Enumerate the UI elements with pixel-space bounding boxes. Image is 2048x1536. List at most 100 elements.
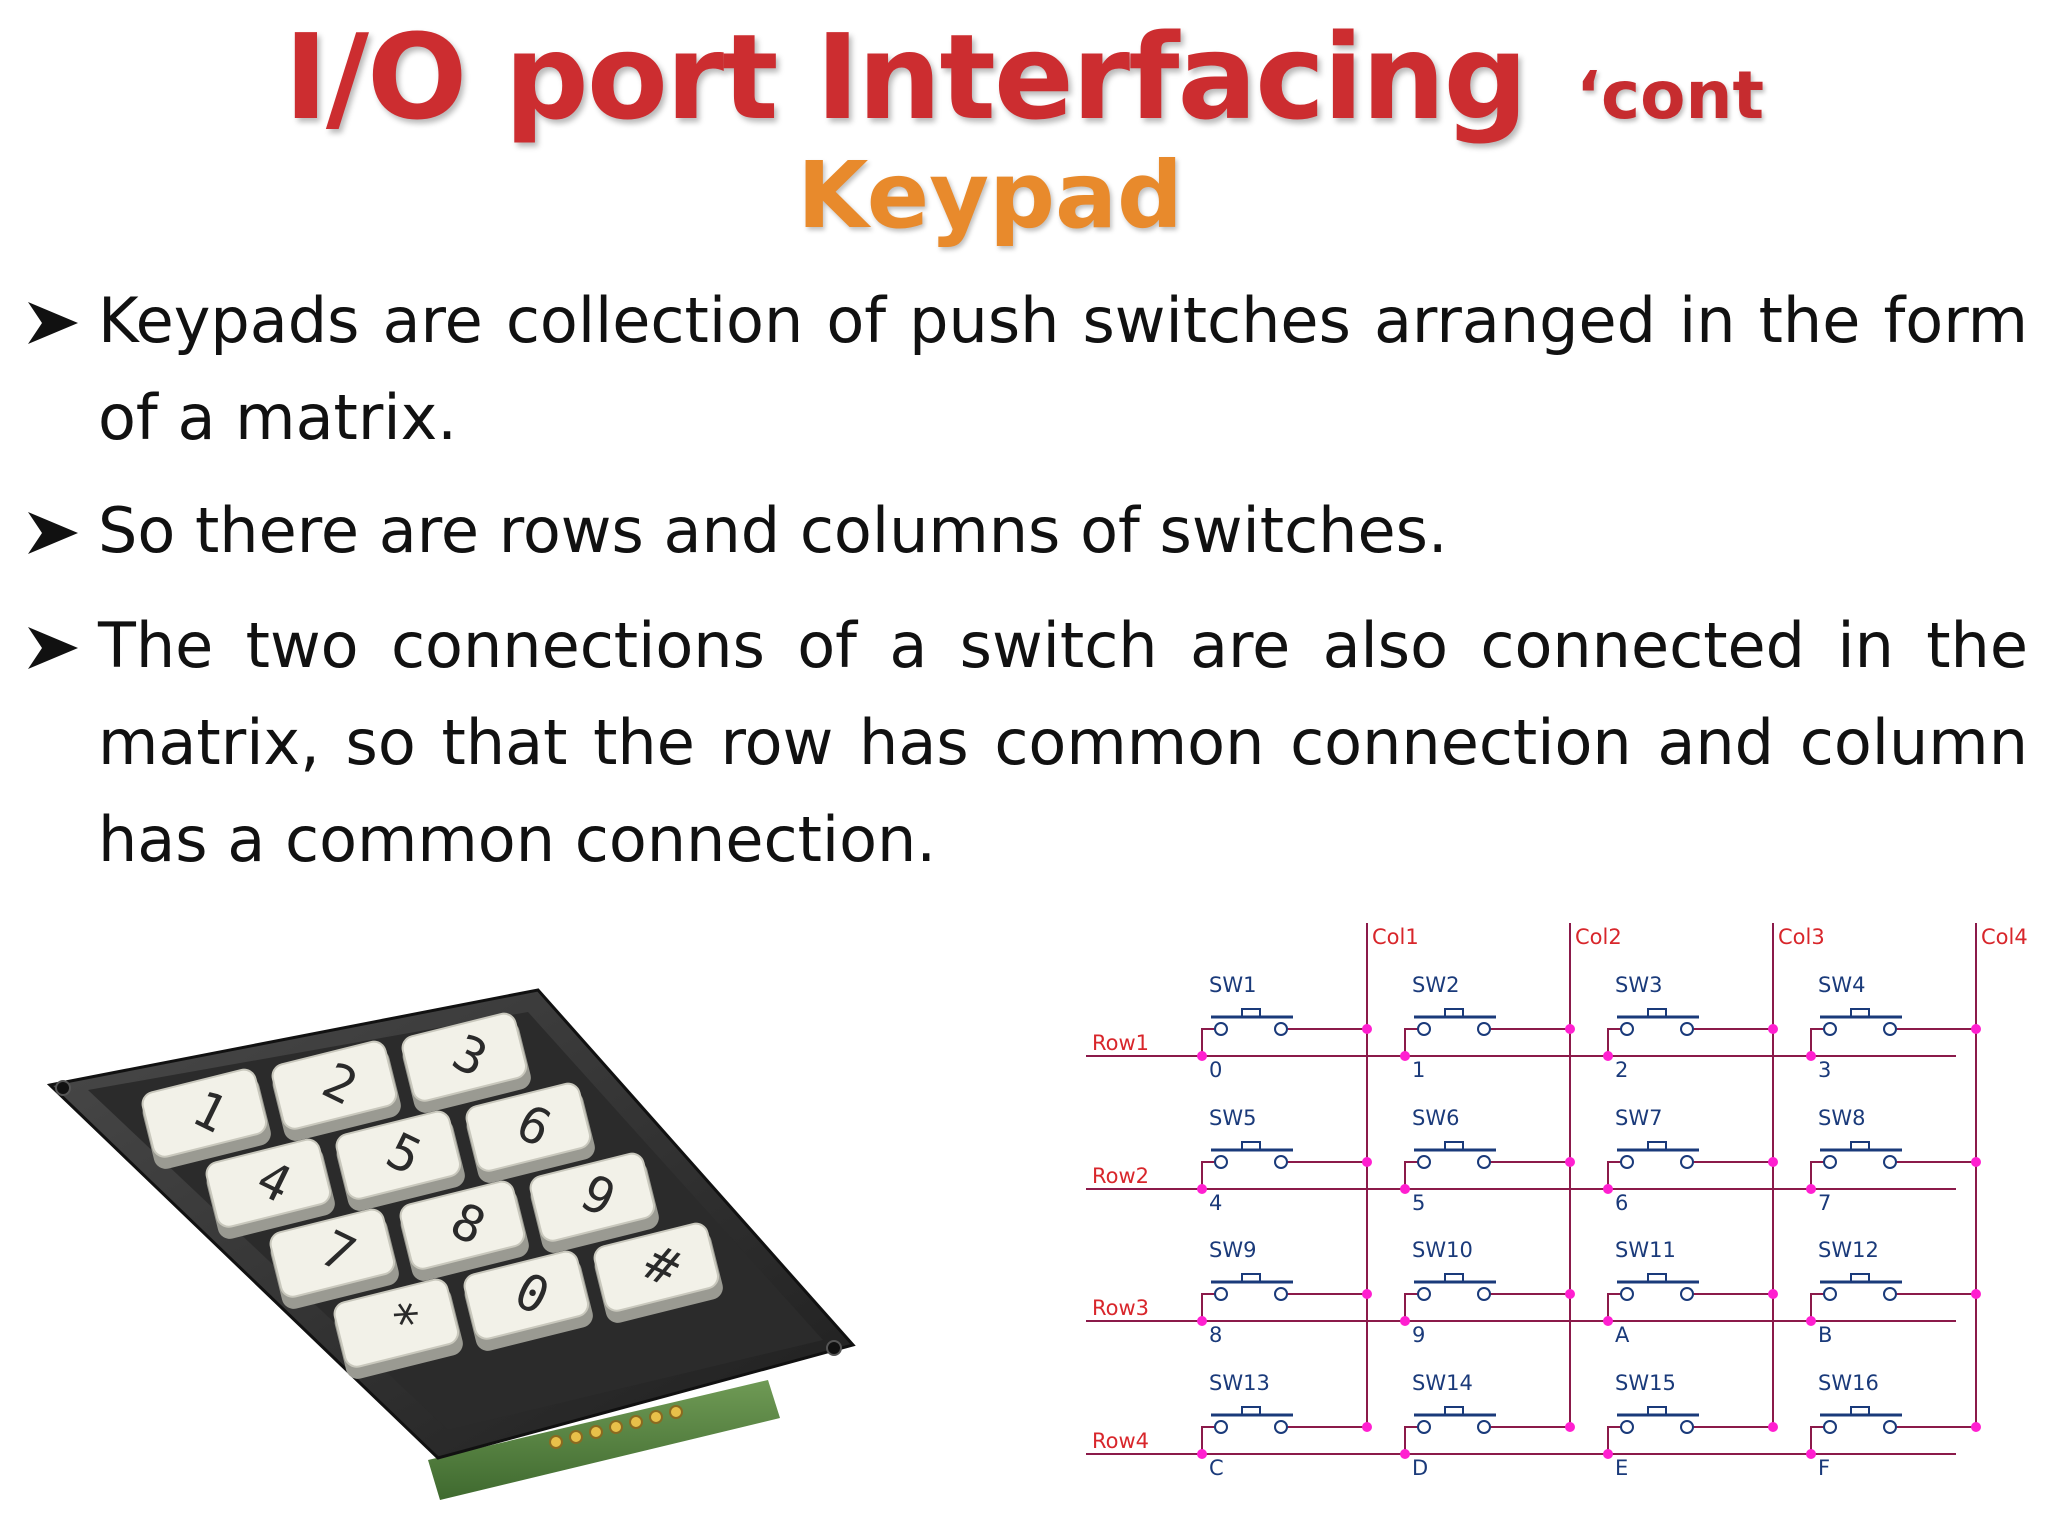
junction-dot [1362, 1422, 1372, 1432]
junction-dot [1362, 1157, 1372, 1167]
bullet-item: The two connections of a switch are also… [28, 597, 2028, 888]
keypad-key: 1 [141, 1068, 271, 1169]
junction-dot [1565, 1024, 1575, 1034]
bullet-text: Keypads are collection of push switches … [98, 284, 2028, 454]
junction-dot [1603, 1316, 1613, 1326]
title-cont: ‘cont [1575, 57, 1765, 134]
keypad-key: 3 [401, 1012, 531, 1113]
junction-dot [1400, 1449, 1410, 1459]
keypad-key: 5 [335, 1110, 465, 1211]
keypad-key: 7 [269, 1208, 399, 1309]
junction-dot [1806, 1449, 1816, 1459]
switch-key-label: A [1615, 1323, 1630, 1347]
row-label: Row2 [1092, 1164, 1149, 1188]
matrix-switch: SW8 7 [1806, 1106, 1981, 1215]
junction-dot [1971, 1024, 1981, 1034]
junction-dot [1768, 1289, 1778, 1299]
keypad-key: 8 [399, 1180, 529, 1281]
switch-name: SW10 [1412, 1238, 1473, 1262]
junction-dot [1971, 1289, 1981, 1299]
junction-dot [1971, 1422, 1981, 1432]
switch-name: SW16 [1818, 1371, 1879, 1395]
matrix-switch: SW3 2 [1603, 973, 1778, 1082]
switch-name: SW9 [1209, 1238, 1256, 1262]
slide-title: I/O port Interfacing ‘cont [0, 8, 2048, 146]
junction-dot [1603, 1449, 1613, 1459]
switch-name: SW8 [1818, 1106, 1865, 1130]
switch-name: SW15 [1615, 1371, 1676, 1395]
junction-dot [1197, 1449, 1207, 1459]
arrow-bullet-icon [28, 512, 78, 554]
keypad-key: # [593, 1222, 723, 1323]
switch-key-label: 1 [1412, 1058, 1425, 1082]
switch-name: SW1 [1209, 973, 1256, 997]
column-label: Col3 [1778, 925, 1825, 949]
matrix-switch: SW4 3 [1806, 973, 1981, 1082]
switch-name: SW14 [1412, 1371, 1473, 1395]
junction-dot [1400, 1316, 1410, 1326]
switch-name: SW11 [1615, 1238, 1676, 1262]
keypad-key: 4 [205, 1138, 335, 1239]
switch-key-label: 7 [1818, 1191, 1831, 1215]
keypad-key: 2 [271, 1040, 401, 1141]
junction-dot [1197, 1051, 1207, 1061]
bullet-item: Keypads are collection of push switches … [28, 272, 2028, 466]
title-main: I/O port Interfacing [283, 8, 1528, 146]
keypad-key: * [333, 1278, 463, 1379]
switch-key-label: 9 [1412, 1323, 1425, 1347]
switch-key-label: D [1412, 1456, 1428, 1480]
switch-key-label: E [1615, 1456, 1628, 1480]
keypad-key: 0 [463, 1250, 593, 1351]
matrix-switch: SW7 6 [1603, 1106, 1778, 1215]
junction-dot [1362, 1024, 1372, 1034]
row-label: Row4 [1092, 1429, 1149, 1453]
switch-key-label: B [1818, 1323, 1832, 1347]
junction-dot [1565, 1422, 1575, 1432]
switch-name: SW2 [1412, 973, 1459, 997]
switch-key-label: 2 [1615, 1058, 1628, 1082]
junction-dot [1971, 1157, 1981, 1167]
switch-name: SW4 [1818, 973, 1865, 997]
matrix-switch: SW10 9 [1400, 1238, 1575, 1347]
switch-name: SW3 [1615, 973, 1662, 997]
arrow-bullet-icon [28, 302, 78, 344]
matrix-switch: SW10 [1197, 973, 1372, 1082]
switch-key-label: 3 [1818, 1058, 1831, 1082]
junction-dot [1768, 1422, 1778, 1432]
matrix-switch: SW6 5 [1400, 1106, 1575, 1215]
junction-dot [1603, 1051, 1613, 1061]
matrix-switch: SW2 1 [1400, 973, 1575, 1082]
switch-name: SW13 [1209, 1371, 1270, 1395]
column-label: Col2 [1575, 925, 1622, 949]
junction-dot [1603, 1184, 1613, 1194]
switch-key-label: 6 [1615, 1191, 1628, 1215]
junction-dot [1362, 1289, 1372, 1299]
column-label: Col4 [1981, 925, 2028, 949]
junction-dot [1806, 1051, 1816, 1061]
junction-dot [1806, 1316, 1816, 1326]
junction-dot [1197, 1316, 1207, 1326]
row-label: Row1 [1092, 1031, 1149, 1055]
row-label: Row3 [1092, 1296, 1149, 1320]
junction-dot [1768, 1157, 1778, 1167]
junction-dot [1400, 1184, 1410, 1194]
arrow-bullet-icon [28, 627, 78, 669]
bullet-item: So there are rows and columns of switche… [28, 482, 2028, 579]
junction-dot [1806, 1184, 1816, 1194]
switch-name: SW7 [1615, 1106, 1662, 1130]
switch-name: SW6 [1412, 1106, 1459, 1130]
switch-key-label: 5 [1412, 1191, 1425, 1215]
switch-key-label: F [1818, 1456, 1830, 1480]
junction-dot [1768, 1024, 1778, 1034]
